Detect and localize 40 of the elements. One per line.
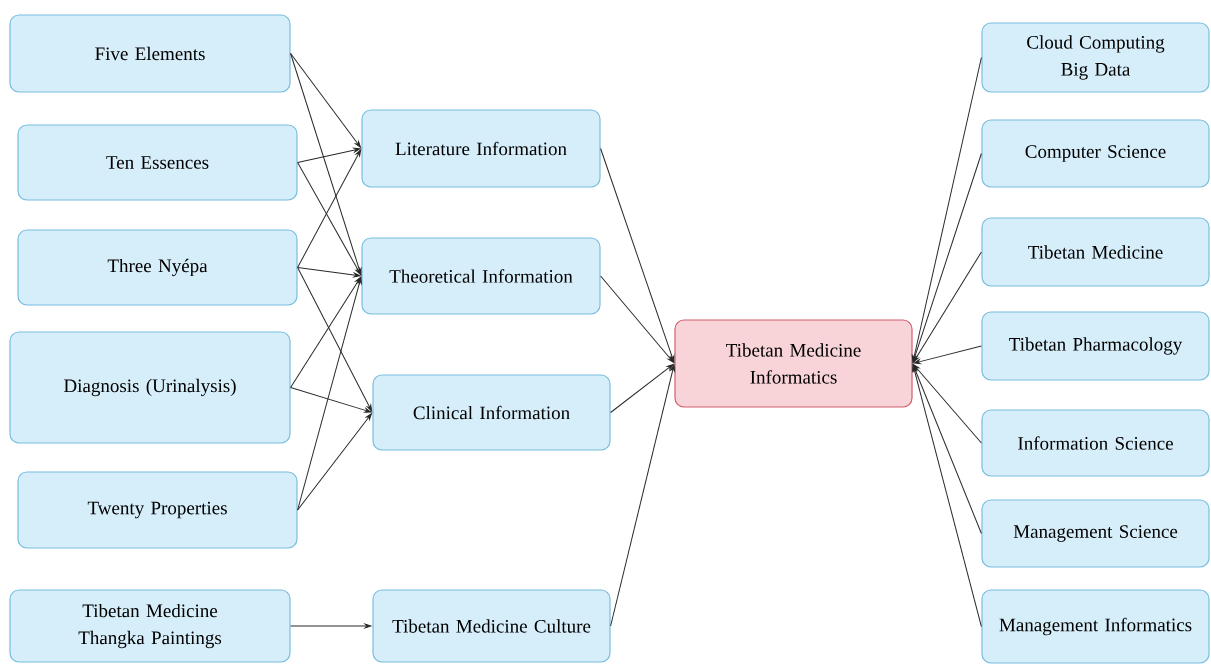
- arrow: [912, 153, 982, 363]
- topic-box: Tibetan Medicine Thangka Paintings: [9, 589, 291, 663]
- topic-box: Management Science: [981, 499, 1210, 568]
- arrow: [290, 387, 372, 413]
- arrow: [297, 277, 362, 511]
- arrow: [297, 162, 362, 276]
- topic-box: Tibetan Medicine: [981, 217, 1210, 287]
- arrow: [290, 53, 362, 275]
- topic-box: Literature Information: [361, 109, 601, 188]
- topic-box: Five Elements: [9, 14, 291, 93]
- arrow: [600, 148, 675, 363]
- arrow: [290, 53, 361, 148]
- topic-box: Clinical Information: [372, 374, 611, 451]
- topic-box: Tibetan Medicine Culture: [372, 589, 611, 663]
- topic-box: Management Informatics: [981, 589, 1210, 664]
- topic-box: Twenty Properties: [17, 471, 298, 549]
- arrow: [600, 275, 674, 363]
- arrow: [913, 364, 982, 444]
- arrow: [912, 364, 982, 627]
- topic-box: Computer Science: [981, 119, 1210, 188]
- arrow: [297, 267, 361, 278]
- arrow: [297, 413, 372, 511]
- arrow: [290, 276, 362, 388]
- arrow: [610, 363, 674, 413]
- arrow: [297, 149, 362, 268]
- arrow: [297, 267, 373, 412]
- arrow: [912, 251, 982, 363]
- arrow: [610, 364, 676, 627]
- topic-box: Cloud Computing Big Data: [981, 22, 1210, 93]
- topic-box: Information Science: [981, 409, 1210, 477]
- topic-box: Diagnosis (Urinalysis): [9, 331, 291, 444]
- central-box: Tibetan Medicine Informatics: [674, 319, 913, 408]
- topic-box: Theoretical Information: [361, 237, 601, 315]
- topic-box: Tibetan Pharmacology: [981, 311, 1210, 381]
- arrow: [913, 345, 982, 365]
- arrow: [297, 147, 361, 163]
- topic-box: Three Nyépa: [17, 229, 298, 306]
- arrow: [290, 623, 372, 629]
- arrow: [912, 364, 982, 534]
- topic-box: Ten Essences: [17, 124, 298, 201]
